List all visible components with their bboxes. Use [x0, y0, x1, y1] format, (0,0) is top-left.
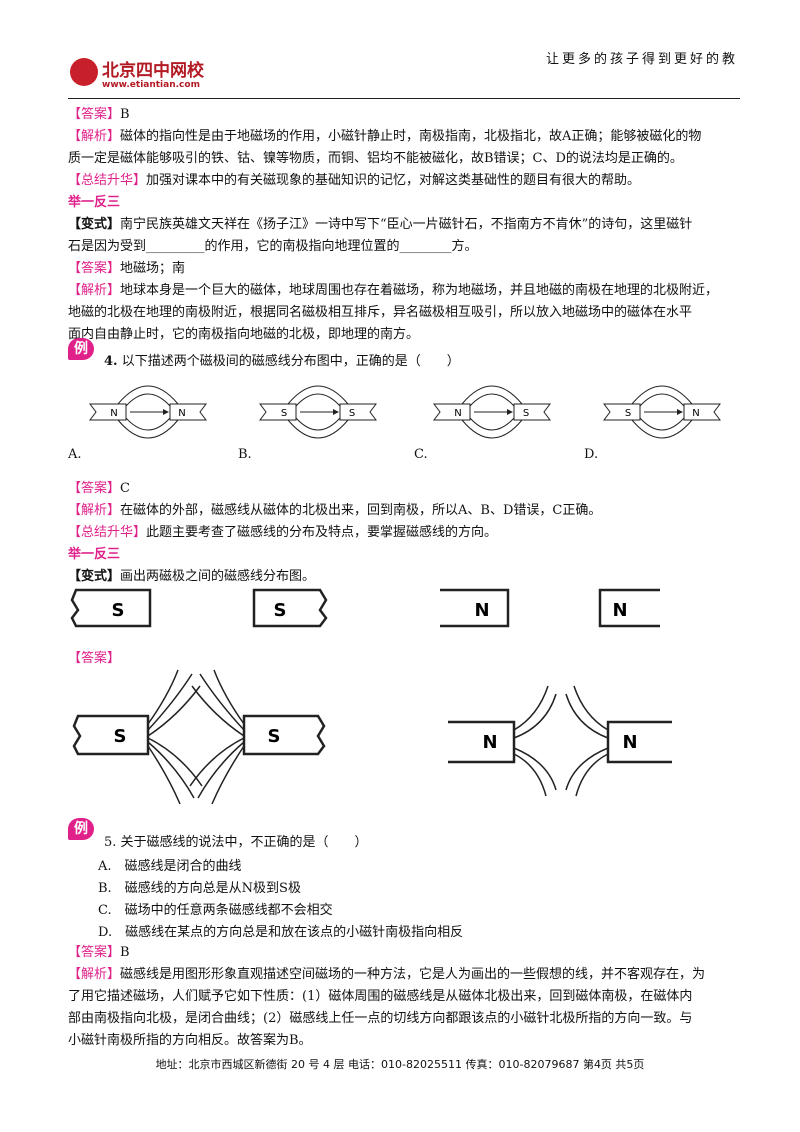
ans-pole-1: S	[114, 726, 127, 747]
sec1-v-analysis-1: 【解析】地球本身是一个巨大的磁体，地球周围也存在着磁场，称为地磁场，并且地磁的南…	[68, 283, 719, 298]
sec1-variant-2: 石是因为受到_________的作用，它的南极指向地理位置的________方。	[68, 239, 478, 254]
q4-option-d: D.	[584, 447, 599, 462]
q4-v-answer: 【答案】	[68, 651, 121, 666]
ans-pole-4: N	[622, 732, 637, 753]
q5-option-d: D. 磁感线在某点的方向总是和放在该点的小磁针南极指向相反	[98, 925, 464, 940]
sec1-summary: 【总结升华】加强对课本中的有关磁现象的基础知识的记忆，对解这类基础性的题目有很大…	[68, 173, 641, 188]
q5-analysis-2: 了用它描述磁场，人们赋予它如下性质：(1）磁体周围的磁感线是从磁体北极出来，回到…	[68, 989, 693, 1004]
variant-pole-2: S	[274, 600, 287, 621]
q5-option-a: A. 磁感线是闭合的曲线	[98, 859, 242, 874]
q5-option-b: B. 磁感线的方向总是从N极到S极	[98, 881, 301, 896]
header-slogan: 让更多的孩子得到更好的教	[545, 52, 738, 67]
logo-url: www.etiantian.com	[102, 80, 200, 90]
q4-option-c: C.	[414, 447, 428, 462]
q4-variant: 【变式】画出两磁极之间的磁感线分布图。	[68, 569, 316, 584]
ans-pole-2: S	[268, 726, 281, 747]
sec1-v-analysis-2: 地磁的北极在地理的南极附近，根据同名磁极相互排斥，异名磁极相互吸引，所以放入地磁…	[68, 305, 693, 320]
q4-d-right-pole: N	[692, 408, 699, 419]
q4-figure-c: N S	[433, 385, 551, 439]
q4-answer: 【答案】C	[68, 481, 130, 496]
variant-pole-4: N	[612, 600, 627, 621]
q4-summary: 【总结升华】此题主要考查了磁感线的分布及特点，要掌握磁感线的方向。	[68, 525, 498, 540]
q4-figure-a: N N	[89, 385, 207, 439]
header-rule	[68, 98, 740, 99]
sec1-answer: 【答案】B	[68, 107, 130, 122]
example-badge-5: 例	[68, 818, 94, 840]
q4-c-left-pole: N	[454, 408, 461, 419]
sec1-yfs: 举一反三	[68, 195, 121, 210]
q4-figures: N N S S N S S N	[89, 385, 721, 439]
q4-option-b: B.	[238, 447, 252, 462]
q4-a-left-pole: N	[110, 408, 117, 419]
q4-b-left-pole: S	[281, 408, 287, 419]
q5-analysis-4: 小磁针南极所指的方向相反。故答案为B。	[68, 1033, 312, 1048]
q4-stem: 4. 以下描述两个磁极间的磁感线分布图中，正确的是（ ）	[104, 354, 460, 369]
q4-figure-d: S N	[603, 385, 721, 439]
q5-answer: 【答案】B	[68, 945, 130, 960]
sec1-analysis-2: 质一定是磁体能够吸引的铁、钴、镍等物质，而铜、铝均不能被磁化，故B错误；C、D的…	[68, 151, 683, 166]
q4-option-a: A.	[68, 447, 82, 462]
sec1-analysis-1: 【解析】磁体的指向性是由于地磁场的作用，小磁针静止时，南极指南，北极指北，故A正…	[68, 129, 702, 144]
logo-emblem	[70, 58, 98, 86]
q4-b-right-pole: S	[349, 408, 355, 419]
q4-d-left-pole: S	[625, 408, 631, 419]
q5-stem: 5. 关于磁感线的说法中，不正确的是（ ）	[104, 835, 368, 850]
sec1-variant-1: 【变式】南宁民族英雄文天祥在《扬子江》一诗中写下“臣心一片磁针石，不指南方不肯休…	[68, 217, 693, 232]
sec1-v-answer: 【答案】地磁场；南	[68, 261, 186, 276]
q4-figure-b: S S	[259, 385, 377, 439]
q4-answer-figure: S S N N	[72, 669, 672, 805]
example-badge-4: 例	[68, 338, 94, 360]
ans-pole-3: N	[482, 732, 497, 753]
q5-analysis-3: 部由南极指向北极，是闭合曲线；(2）磁感线上任一点的切线方向都跟该点的小磁针北极…	[68, 1011, 693, 1026]
q4-analysis: 【解析】在磁体的外部，磁感线从磁体的北极出来，回到南极，所以A、B、D错误，C正…	[68, 503, 602, 518]
variant-pole-1: S	[112, 600, 125, 621]
q4-c-right-pole: S	[523, 408, 529, 419]
variant-pole-3: N	[474, 600, 489, 621]
q4-a-right-pole: N	[178, 408, 185, 419]
page-footer: 地址：北京市西城区新德街 20 号 4 层 电话：010-82025511 传真…	[155, 1058, 645, 1071]
q5-option-c: C. 磁场中的任意两条磁感线都不会相交	[98, 903, 333, 918]
q4-yfs: 举一反三	[68, 547, 121, 562]
q4-variant-figure: S S N N	[70, 588, 660, 628]
q5-analysis-1: 【解析】磁感线是用图形形象直观描述空间磁场的一种方法，它是人为画出的一些假想的线…	[68, 967, 706, 982]
logo-text: 北京四中网校	[102, 61, 204, 81]
sec1-v-analysis-3: 面内自由静止时，它的南极指向地磁的北极，即地理的南方。	[68, 327, 420, 342]
